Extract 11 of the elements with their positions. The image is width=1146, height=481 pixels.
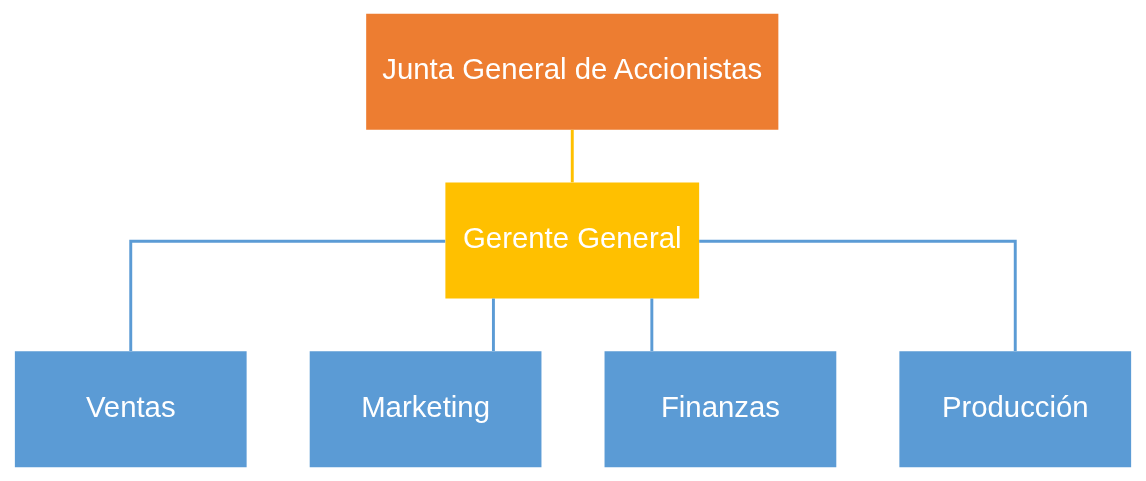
node-box: Gerente General: [445, 182, 700, 299]
node-box: Marketing: [309, 351, 542, 468]
connector: [699, 239, 1017, 351]
node-box: Ventas: [14, 351, 247, 468]
connector: [129, 239, 446, 351]
connector: [650, 298, 654, 352]
node-box: Junta General de Accionistas: [366, 13, 779, 130]
node-box: Finanzas: [604, 351, 837, 468]
connector: [570, 129, 574, 183]
connector: [491, 298, 495, 352]
node-box: Producción: [899, 351, 1132, 468]
